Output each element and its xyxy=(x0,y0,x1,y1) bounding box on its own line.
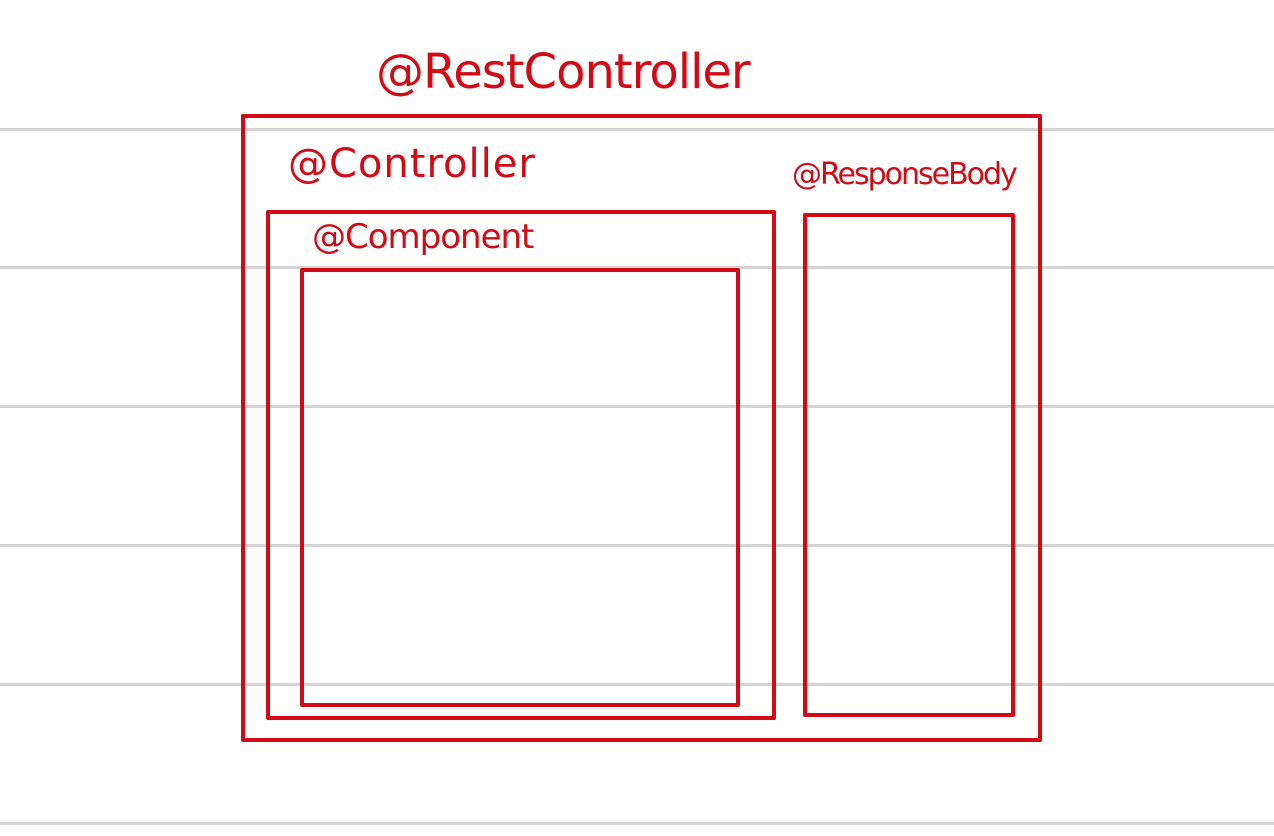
ruled-line xyxy=(0,405,1274,408)
rest-controller-label: @RestController xyxy=(376,44,751,100)
controller-label: @Controller xyxy=(288,141,536,187)
ruled-line xyxy=(0,128,1274,131)
ruled-line xyxy=(0,544,1274,547)
ruled-line xyxy=(0,822,1274,825)
ruled-line xyxy=(0,266,1274,269)
component-box xyxy=(300,268,740,707)
controller-box xyxy=(266,210,776,720)
ruled-line xyxy=(0,683,1274,686)
rest-controller-box xyxy=(241,114,1042,742)
component-label: @Component xyxy=(312,217,534,257)
response-body-box xyxy=(803,213,1015,717)
response-body-label: @ResponseBody xyxy=(792,157,1018,192)
